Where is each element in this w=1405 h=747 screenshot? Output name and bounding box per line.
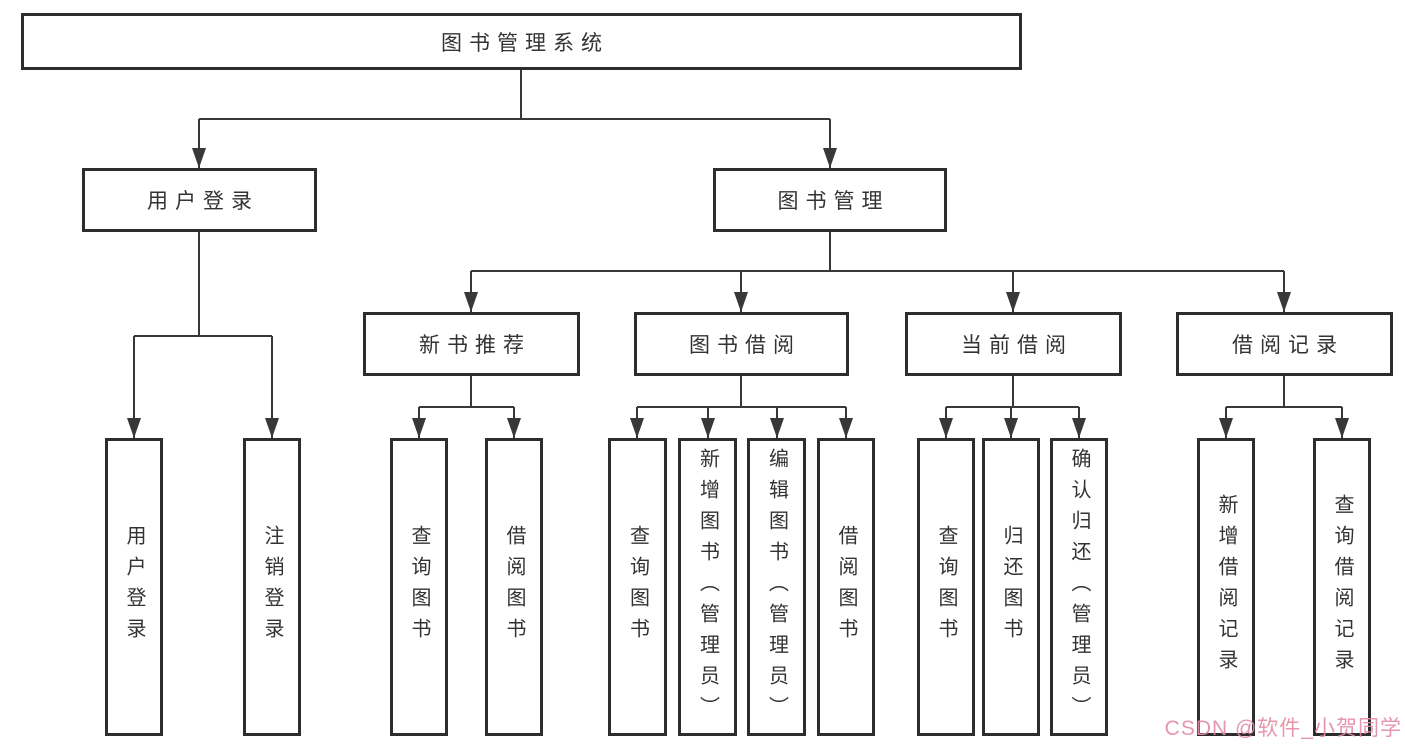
node-borrowing-records: 借阅记录 [1176, 312, 1393, 376]
leaf-query-borrow-record: 查询借阅记录 [1313, 438, 1371, 736]
leaf-add-borrow-record: 新增借阅记录 [1197, 438, 1255, 736]
leaf-confirm-return-admin: 确认归还（管理员） [1050, 438, 1108, 736]
leaf-logout-login: 注销登录 [243, 438, 301, 736]
node-book-borrowing: 图书借阅 [634, 312, 849, 376]
leaf-borrow-books-newrec: 借阅图书 [485, 438, 543, 736]
leaf-add-books-admin: 新增图书（管理员） [678, 438, 737, 736]
leaf-query-books-borrowing: 查询图书 [608, 438, 667, 736]
leaf-borrow-books-borrowing: 借阅图书 [817, 438, 875, 736]
leaf-query-books-current: 查询图书 [917, 438, 975, 736]
node-new-book-recommend: 新书推荐 [363, 312, 580, 376]
node-user-login: 用户登录 [82, 168, 317, 232]
csdn-watermark: CSDN @软件_小贺同学 [1164, 717, 1402, 740]
node-book-management: 图书管理 [713, 168, 947, 232]
leaf-query-books-newrec: 查询图书 [390, 438, 448, 736]
node-root-library-management-system: 图书管理系统 [21, 13, 1022, 70]
node-current-borrowing: 当前借阅 [905, 312, 1122, 376]
leaf-edit-books-admin: 编辑图书（管理员） [747, 438, 806, 736]
leaf-user-login: 用户登录 [105, 438, 163, 736]
leaf-return-books: 归还图书 [982, 438, 1040, 736]
